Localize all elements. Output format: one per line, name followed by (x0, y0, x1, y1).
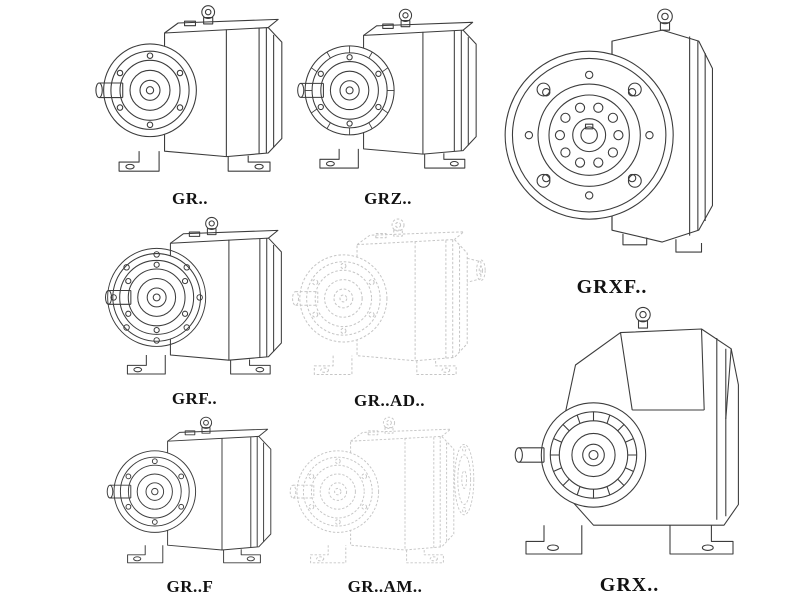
product-grz-label: GRZ.. (364, 189, 412, 208)
product-gr-ad-label: GR..AD.. (353, 391, 426, 410)
product-grf-label: GRF.. (171, 389, 218, 408)
gearbox-gr-drawing (90, 0, 290, 186)
gearbox-gr-f-drawing (90, 414, 290, 574)
product-grxf-label: GRXF.. (576, 276, 648, 298)
gearbox-gr-ad-drawing (287, 214, 492, 388)
product-grx: GRX.. (492, 302, 767, 598)
gearbox-grx-drawing (492, 302, 767, 572)
gearbox-grz-drawing (292, 0, 484, 186)
gearbox-grxf-drawing (492, 0, 732, 274)
product-gr-f-label: GR..F (166, 577, 214, 596)
product-gr-f: GR..F (90, 414, 290, 600)
product-gr-label: GR.. (172, 189, 208, 208)
product-gr-ad: GR..AD.. (287, 214, 492, 414)
gearbox-grf-drawing (92, 214, 297, 386)
product-gr: GR.. (90, 0, 290, 212)
product-grf: GRF.. (92, 214, 297, 412)
product-gr-am-label: GR..AM.. (347, 577, 423, 596)
product-gr-am: GR..AM.. (285, 414, 485, 600)
product-grx-label: GRX.. (599, 574, 660, 596)
gearbox-gr-am-drawing (285, 414, 485, 574)
product-grz: GRZ.. (292, 0, 484, 212)
product-grxf: GRXF.. (492, 0, 732, 300)
